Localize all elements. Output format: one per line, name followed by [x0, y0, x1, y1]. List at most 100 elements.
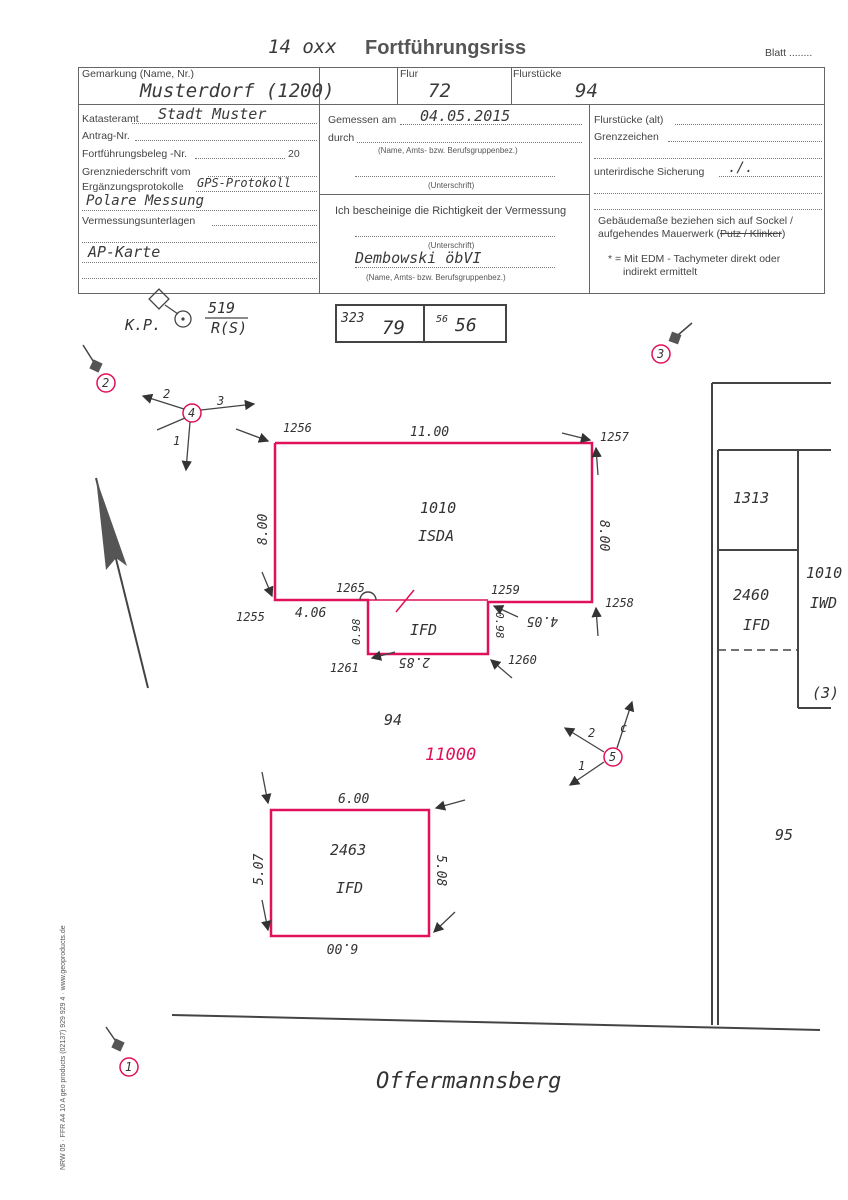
- building-2460: 2460: [733, 586, 769, 604]
- flurstuecke-label: Flurstücke: [513, 68, 562, 80]
- parcel-95: 95: [775, 826, 793, 844]
- svg-text:2: 2: [588, 726, 595, 740]
- point-1260: 1260: [508, 653, 537, 667]
- station-5: 5 2 c 1: [563, 700, 635, 786]
- dim-bottom-right: 4.05: [527, 613, 558, 628]
- north-arrow-icon: [95, 477, 149, 689]
- small-building-type: IFD: [336, 879, 363, 897]
- durch-label: durch: [328, 132, 355, 144]
- bescheinige-text: Ich bescheinige die Richtigkeit der Verm…: [335, 205, 567, 217]
- parcel-area: 11000: [425, 745, 476, 765]
- name-amts-2: (Name, Amts- bzw. Berufsgruppenbez.): [366, 273, 506, 282]
- point-1258: 1258: [605, 596, 634, 610]
- dim-annex-right: 0.98: [493, 612, 506, 639]
- building-iwd: IWD: [810, 594, 837, 612]
- point-1259: 1259: [491, 583, 520, 597]
- building-1010-right: 1010: [806, 564, 842, 582]
- page-title: Fortführungsriss: [365, 37, 527, 59]
- small-building: [269, 808, 431, 938]
- unterirdische-label: unterirdische Sicherung: [594, 166, 705, 178]
- flur-value: 72: [428, 80, 451, 102]
- name-amts-1: (Name, Amts- bzw. Berufsgruppenbez.): [378, 146, 518, 155]
- building-1313: 1313: [733, 489, 769, 507]
- svg-text:2: 2: [163, 387, 170, 401]
- street-name: Offermannsberg: [376, 1069, 561, 1094]
- point-1257: 1257: [600, 430, 630, 444]
- unterirdische-value: ./.: [728, 160, 754, 176]
- gemessen-value: 04.05.2015: [420, 107, 511, 125]
- flur-label: Flur: [400, 68, 419, 80]
- fortfuehrungsbeleg-label: Fortführungsbeleg -Nr.: [82, 148, 188, 160]
- station-marker-1: 1: [105, 1026, 139, 1077]
- main-building: [273, 441, 594, 656]
- coord-2a: 56: [436, 314, 448, 325]
- coordinate-box: [335, 304, 507, 343]
- point-1256: 1256: [283, 421, 312, 435]
- gemessen-label: Gemessen am: [328, 114, 397, 126]
- ergaenzungsprotokolle-label: Ergänzungsprotokolle: [82, 181, 184, 193]
- svg-text:4: 4: [188, 406, 195, 420]
- building-2460-type: IFD: [743, 616, 770, 634]
- unterschrift-2: (Unterschrift): [428, 241, 475, 250]
- grenzniederschrift-label: Grenzniederschrift vom: [82, 166, 191, 178]
- svg-text:1: 1: [125, 1060, 132, 1074]
- dim-top: 11.00: [410, 425, 449, 440]
- coord-1b: 79: [382, 317, 405, 339]
- katasteramt-value: Stadt Muster: [158, 105, 267, 123]
- small-building-number: 2463: [330, 841, 366, 859]
- edm-note-2: indirekt ermittelt: [623, 266, 698, 278]
- svg-text:1: 1: [173, 434, 180, 448]
- dim-left: 8.00: [256, 514, 271, 545]
- dim-small-right: 5.08: [433, 855, 448, 886]
- svg-text:c: c: [620, 721, 627, 735]
- unterschrift-1: (Unterschrift): [428, 181, 475, 190]
- dim-bottom-left: 4.06: [295, 606, 326, 621]
- point-1261: 1261: [330, 661, 359, 675]
- riss-number: 14 oxx: [268, 36, 337, 58]
- gebaeude-note-2: aufgehendes Mauerwerk (Putz / Klinker): [598, 228, 786, 240]
- svg-text:1: 1: [578, 759, 585, 773]
- neighbour-buildings: [711, 382, 831, 1025]
- signature: Dembowski öbVI: [355, 249, 482, 267]
- form-header-table: [78, 67, 825, 294]
- parcel-3: (3): [812, 684, 839, 702]
- gemarkung-label: Gemarkung (Name, Nr.): [82, 68, 195, 80]
- dim-small-left: 5.07: [252, 854, 267, 885]
- station-marker-2: 2: [82, 344, 116, 393]
- svg-text:2: 2: [102, 376, 109, 390]
- main-building-type: ISDA: [418, 527, 454, 545]
- gebaeude-note-1: Gebäudemaße beziehen sich auf Sockel /: [598, 215, 793, 227]
- dim-right: 8.00: [596, 520, 611, 551]
- street-edge: [171, 1014, 821, 1031]
- polare-messung: Polare Messung: [86, 193, 205, 209]
- station-4: 4 2 3 1: [141, 387, 256, 472]
- kp-label: K.P.: [124, 316, 161, 334]
- vermessungsunterlagen-label: Vermessungsunterlagen: [82, 215, 196, 227]
- svg-text:5: 5: [609, 750, 616, 764]
- dim-small-bottom: 6.00: [327, 940, 358, 955]
- antrag-label: Antrag-Nr.: [82, 130, 130, 142]
- edm-note-1: * = Mit EDM - Tachymeter direkt oder: [608, 253, 781, 265]
- coord-1a: 323: [340, 311, 364, 326]
- grenzzeichen-label: Grenzzeichen: [594, 131, 659, 143]
- svg-text:3: 3: [656, 347, 664, 361]
- fortfuehrungsbeleg-year: 20: [288, 148, 300, 160]
- station-marker-3: 3: [651, 322, 693, 364]
- point-1265: 1265: [336, 581, 365, 595]
- annex-type: IFD: [410, 621, 437, 639]
- point-1255: 1255: [236, 610, 265, 624]
- ergaenzungsprotokolle-value: GPS-Protokoll: [197, 176, 291, 190]
- dim-annex-left: 0.98: [350, 618, 363, 645]
- form-imprint: NRW 05 · FFR A4 10 A geo products (02137…: [60, 925, 67, 1170]
- kp-number: 519: [208, 299, 235, 317]
- main-building-number: 1010: [420, 499, 456, 517]
- parcel-94: 94: [384, 711, 402, 729]
- gemarkung-value: Musterdorf (1200): [140, 80, 335, 102]
- blatt-label: Blatt ........: [765, 47, 813, 59]
- svg-text:3: 3: [216, 394, 224, 408]
- katasteramt-label: Katasteramt: [82, 113, 139, 125]
- dim-small-top: 6.00: [338, 792, 369, 807]
- kp-symbol: [148, 288, 192, 328]
- dim-annex-bottom: 2.85: [399, 654, 430, 669]
